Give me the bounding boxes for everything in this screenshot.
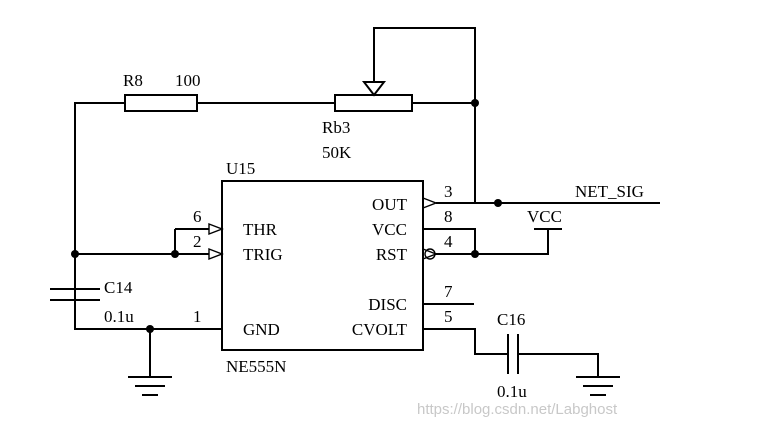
pin-2-number: 2 bbox=[193, 232, 202, 251]
pin-cvolt-label: CVOLT bbox=[352, 320, 408, 339]
watermark: https://blog.csdn.net/Labghost bbox=[417, 401, 618, 418]
pin-gnd-label: GND bbox=[243, 320, 280, 339]
pin-2-arrow bbox=[208, 247, 224, 261]
pin-7-number: 7 bbox=[444, 282, 453, 301]
c14-value: 0.1u bbox=[104, 307, 134, 326]
ground-symbol-right bbox=[576, 376, 620, 396]
wire-top-left bbox=[74, 102, 125, 300]
pin-4-arrow bbox=[422, 247, 438, 261]
rb3-value: 50K bbox=[322, 143, 352, 162]
rb3-ref: Rb3 bbox=[322, 118, 350, 137]
pin-4-inversion-bubble bbox=[424, 248, 436, 260]
pin-6-number: 6 bbox=[193, 207, 202, 226]
wire-c16-ground bbox=[518, 353, 599, 377]
r8-ref: R8 bbox=[123, 71, 143, 90]
c16-ref: C16 bbox=[497, 310, 525, 329]
pin-8-line bbox=[423, 228, 476, 254]
pin-5-number: 5 bbox=[444, 307, 453, 326]
pin-thr-label: THR bbox=[243, 220, 278, 239]
u15-part: NE555N bbox=[226, 357, 286, 376]
pin-4-line bbox=[435, 229, 549, 255]
pin-3-arrow bbox=[422, 196, 438, 210]
pin-1-number: 1 bbox=[193, 307, 202, 326]
pin-disc-label: DISC bbox=[368, 295, 407, 314]
wire-c14-ground bbox=[74, 300, 150, 330]
pin-4-number: 4 bbox=[444, 232, 453, 251]
junction-top-right bbox=[471, 99, 479, 107]
pin-3-number: 3 bbox=[444, 182, 453, 201]
vcc-net-label: VCC bbox=[527, 207, 562, 226]
u15-body bbox=[221, 180, 424, 351]
r8-resistor bbox=[124, 94, 198, 112]
rb3-wiper-arrow bbox=[361, 81, 387, 97]
c16-value: 0.1u bbox=[497, 382, 527, 401]
net-sig-label: NET_SIG bbox=[575, 182, 644, 201]
pin-8-number: 8 bbox=[444, 207, 453, 226]
pin-vcc-label: VCC bbox=[372, 220, 407, 239]
pin-trig-label: TRIG bbox=[243, 245, 283, 264]
c14-ref: C14 bbox=[104, 278, 133, 297]
u15-ref: U15 bbox=[226, 159, 255, 178]
rb3-potentiometer bbox=[334, 94, 413, 112]
wire-wiper-loop bbox=[373, 27, 476, 203]
r8-value: 100 bbox=[175, 71, 201, 90]
pin-out-label: OUT bbox=[372, 195, 408, 214]
pin-6-arrow bbox=[208, 222, 224, 236]
pin-5-line bbox=[423, 328, 508, 355]
pin-rst-label: RST bbox=[376, 245, 408, 264]
ground-symbol-left bbox=[128, 376, 172, 396]
